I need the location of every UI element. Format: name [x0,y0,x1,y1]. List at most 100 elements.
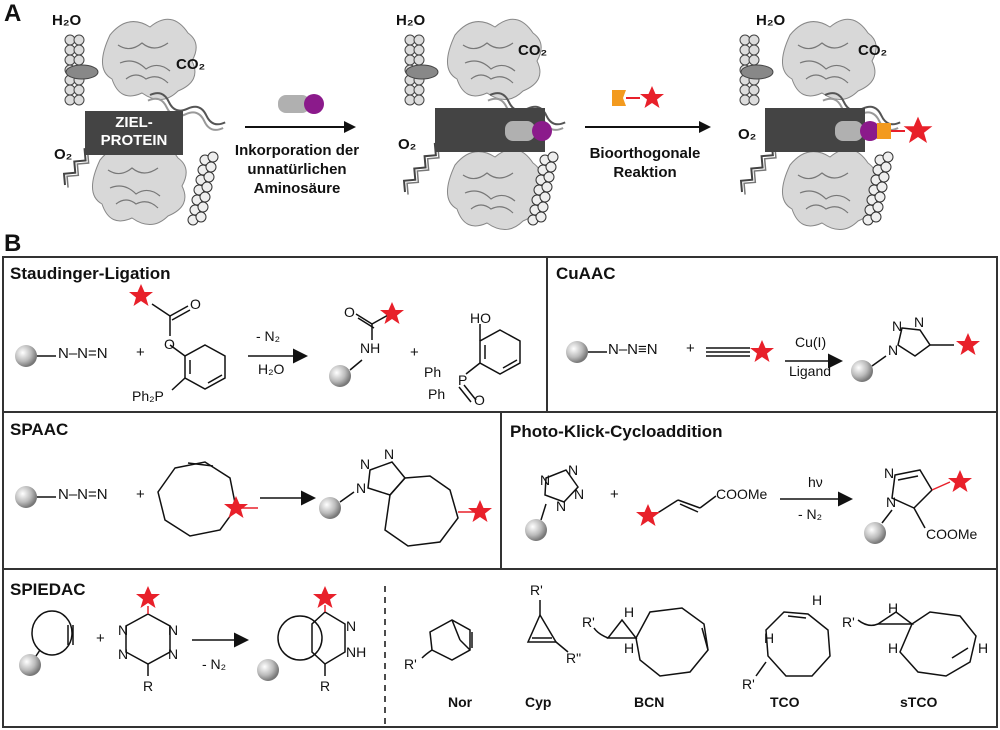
cell-2 [397,18,568,231]
target-protein-label-2: PROTEIN [100,132,168,149]
photo-cond-top: hν [808,474,823,490]
spiedac-n-2: N [168,622,179,638]
water-label: H₂O [52,12,82,29]
spiedac-plus: + [96,630,105,647]
photo-n-6: N [886,494,897,510]
staudinger-plus-1: + [136,344,145,361]
staudinger-p: P [458,372,468,388]
dienophile-stco: sTCO [900,694,938,710]
spiedac-title: SPIEDAC [10,580,86,599]
nor-r-prime: R' [404,656,417,672]
bcn-h-1: H [624,604,635,620]
staudinger-ph2p: Ph₂P [132,388,164,404]
arrow-step-1 [245,121,356,133]
spaac-azide-text: N–N=N [58,486,108,503]
tco-h-1: H [812,592,823,608]
panel-a-letter: A [4,0,22,27]
staudinger-nh: NH [360,340,381,356]
step1-label-line1: Inkorporation der [234,142,360,159]
panel-a-graphic [57,18,933,231]
dienophile-cyp: Cyp [525,694,552,710]
photo-n-2: N [568,462,579,478]
bcn-h-2: H [624,640,635,656]
panel-b-letter: B [4,230,22,257]
unnatural-amino-acid-icon [278,94,324,114]
staudinger-po-o: O [474,392,485,408]
cuaac-n-2: N [892,318,903,334]
spiedac-n-4: N [168,646,179,662]
photo-n-3: N [574,486,585,502]
staudinger-ester-o: O [164,336,175,352]
staudinger-ph-1: Ph [424,364,442,380]
cuaac-n-3: N [914,314,925,330]
cell-3 [734,18,903,231]
photo-plus: + [610,486,619,503]
photo-n-4: N [556,498,567,514]
staudinger-product-o: O [344,304,355,320]
spiedac-r-2: R [320,678,331,694]
staudinger-cond-bottom: H₂O [258,361,285,377]
target-protein-box [85,111,183,155]
spiedac-n-3: N [118,646,129,662]
staudinger-ho: HO [470,310,491,326]
probe-icon [612,86,664,108]
staudinger-azide-text: N–N=N [58,345,108,362]
water-label-3: H₂O [756,12,786,29]
stco-h-3: H [978,640,989,656]
photo-n-5: N [884,465,895,481]
cuaac-azide-text: N–N≡N [608,341,658,358]
tco-r-prime: R' [742,676,755,692]
spiedac-n-1: N [118,622,129,638]
cuaac-cond-top: Cu(I) [795,334,827,350]
spaac-plus: + [136,486,145,503]
cuaac-title: CuAAC [556,264,616,283]
stco-h-1: H [888,600,899,616]
step1-label-line2: unnatürlichen [247,161,347,178]
o2-label-2: O₂ [398,136,417,153]
staudinger-cond-top: - N₂ [256,328,281,344]
photo-title: Photo-Klick-Cycloaddition [510,422,723,441]
staudinger-carbonyl-o: O [190,296,201,312]
photo-coome-product: COOMe [926,526,978,542]
spiedac-r-1: R [143,678,154,694]
o2-label-3: O₂ [738,126,757,143]
arrow-step-2 [585,121,711,133]
spaac-n-1: N [356,480,367,496]
spiedac-nh: NH [346,644,367,660]
step1-label-line3: Aminosäure [253,180,341,197]
spaac-title: SPAAC [10,420,69,439]
staudinger-plus-2: + [410,344,419,361]
spiedac-cond: - N₂ [202,656,227,672]
photo-n-1: N [540,472,551,488]
photo-cond-bottom: - N₂ [798,506,823,522]
spaac-n-3: N [384,446,395,462]
o2-label: O₂ [54,146,73,163]
cyp-r-double-prime: R" [566,650,582,666]
spiedac-n-5: N [346,618,357,634]
photo-coome-reactant: COOMe [716,486,768,502]
co2-label-2: CO₂ [518,42,548,59]
target-protein-label-1: ZIEL- [115,114,153,131]
cyp-r-prime: R' [530,582,543,598]
co2-label-3: CO₂ [858,42,888,59]
bcn-r-prime: R' [582,614,595,630]
step2-label-line2: Reaktion [613,164,677,181]
cuaac-cond-bottom: Ligand [789,363,832,379]
spiedac-panel [2,568,998,728]
dienophile-nor: Nor [448,694,473,710]
co2-label: CO₂ [176,56,206,73]
staudinger-ph-2: Ph [428,386,446,402]
water-label-2: H₂O [396,12,426,29]
dienophile-bcn: BCN [634,694,665,710]
cuaac-plus: + [686,340,695,357]
spaac-n-2: N [360,456,371,472]
cuaac-n-1: N [888,342,899,358]
dienophile-tco: TCO [770,694,800,710]
tco-h-2: H [764,630,775,646]
staudinger-title: Staudinger-Ligation [10,264,171,283]
stco-h-2: H [888,640,899,656]
cell-1 [57,18,228,226]
stco-r-prime: R' [842,614,855,630]
step2-label-line1: Bioorthogonale [589,145,701,162]
